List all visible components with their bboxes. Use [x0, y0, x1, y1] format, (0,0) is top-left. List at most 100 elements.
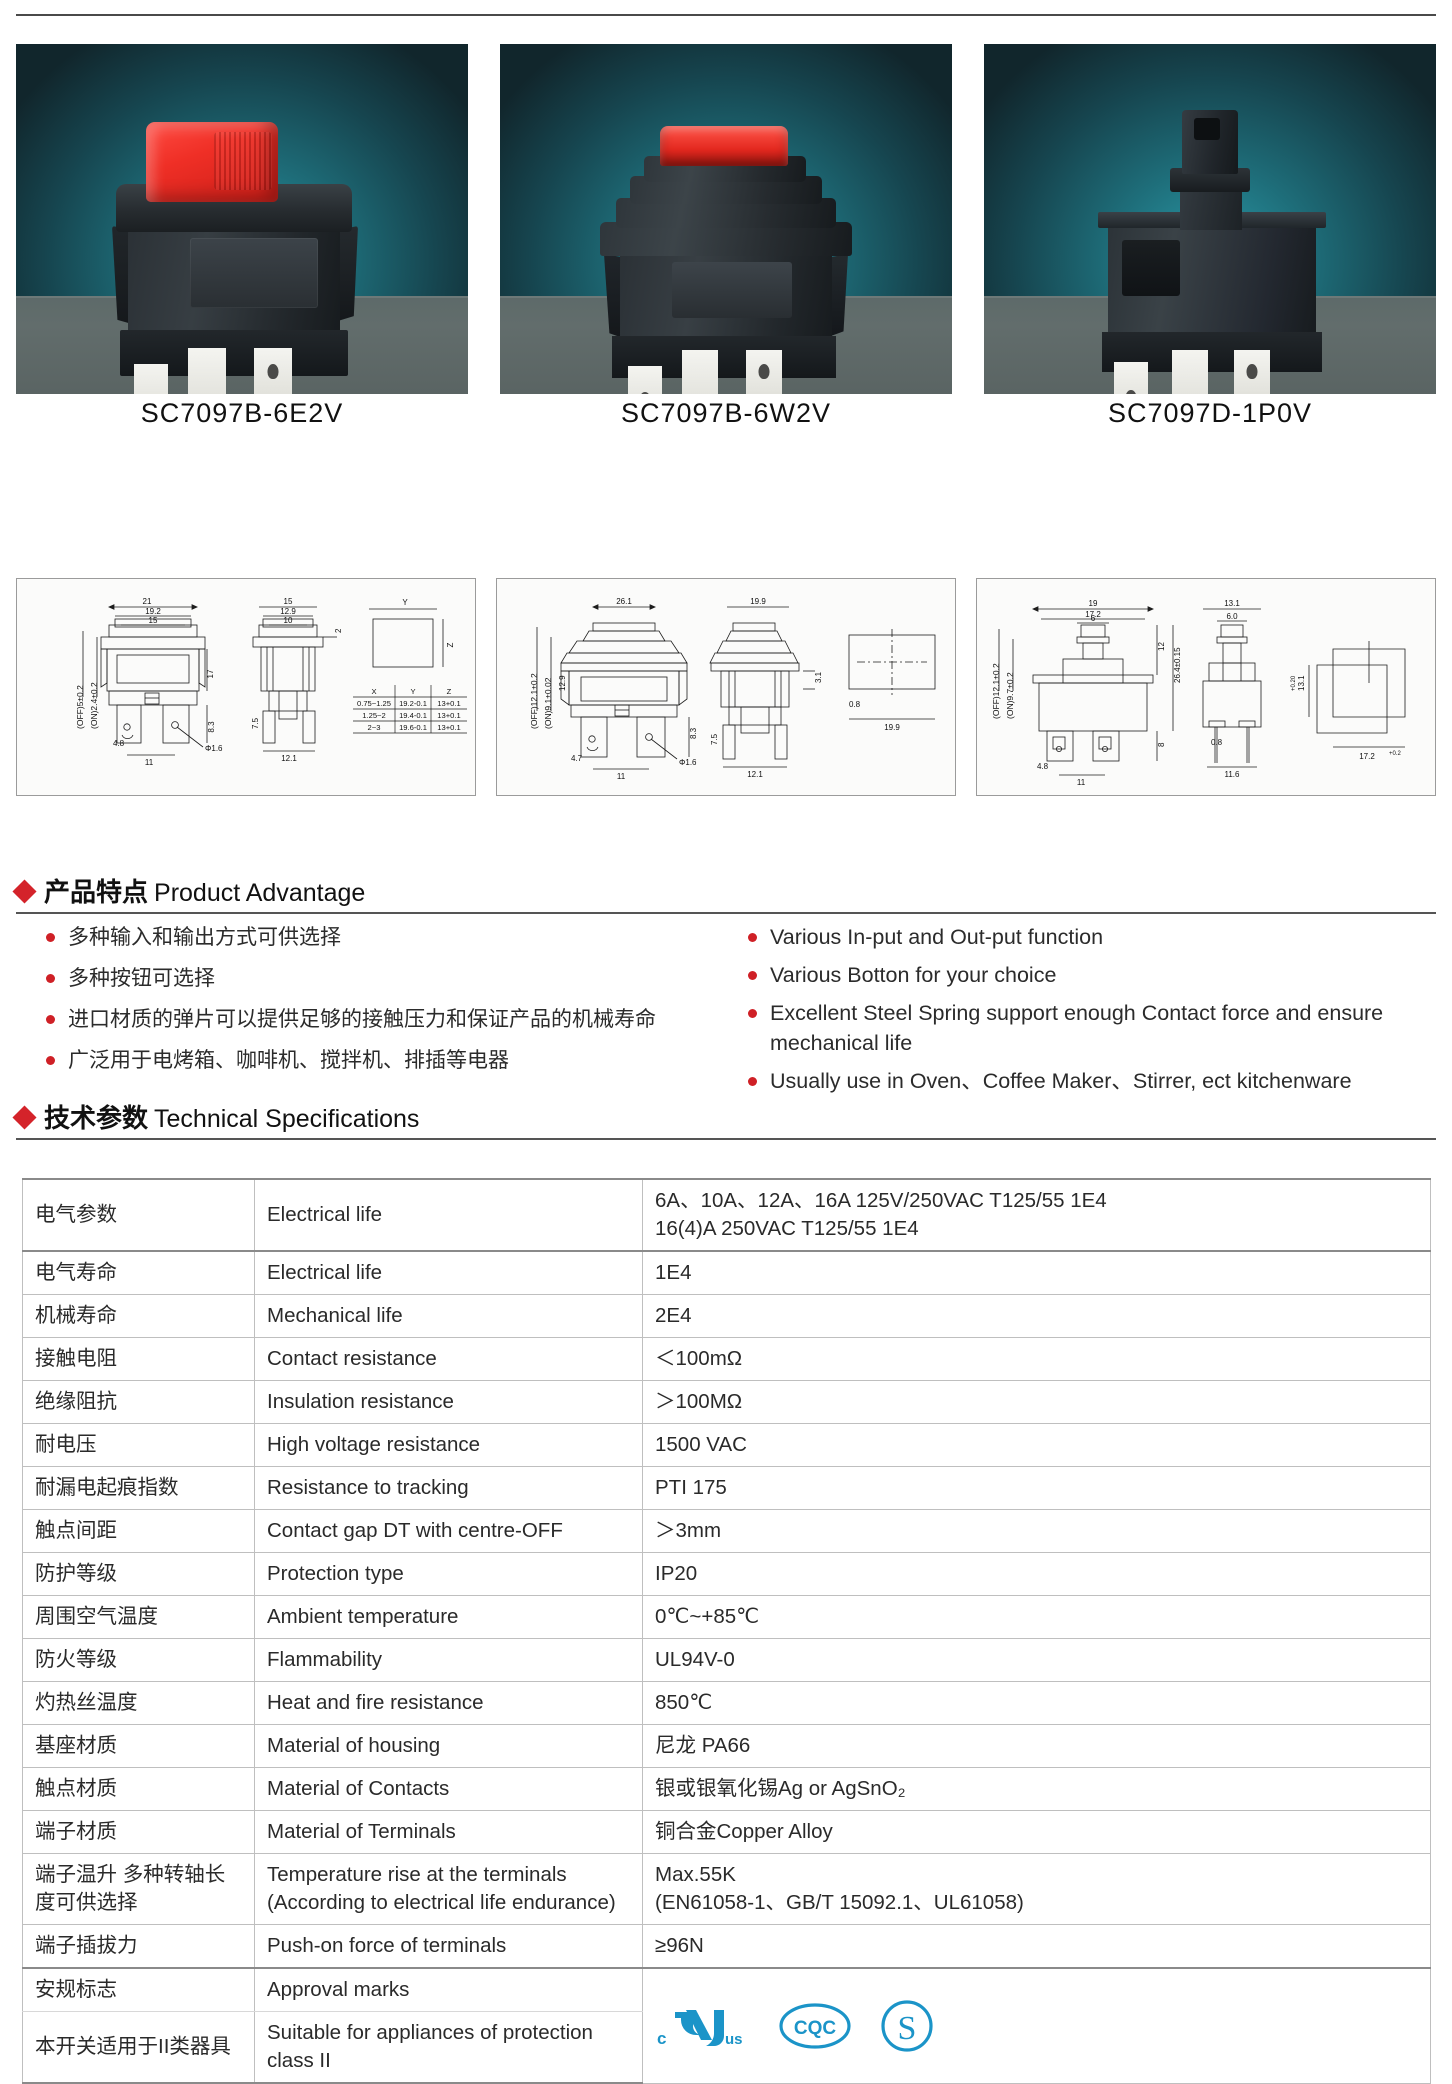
svg-text:19.9: 19.9	[750, 597, 766, 606]
svg-text:(ON)9.7±0.2: (ON)9.7±0.2	[1005, 672, 1015, 719]
table-row: 防火等级 Flammability UL94V-0	[22, 1638, 1431, 1682]
svg-text:12: 12	[1157, 642, 1166, 651]
spec-label-cn: 灼热丝温度	[22, 1681, 255, 1725]
spec-value-line1: Max.55K	[655, 1863, 736, 1886]
svg-text:11.6: 11.6	[1225, 770, 1241, 779]
table-row: 电气寿命 Electrical life 1E4	[22, 1250, 1431, 1295]
switch-plunger-cap	[1182, 110, 1238, 174]
spec-label-cn-line2: 多种转轴长度可供选择	[35, 1863, 226, 1914]
spec-label-en: Contact resistance	[254, 1337, 643, 1381]
svg-text:+0.20: +0.20	[1291, 675, 1297, 691]
spec-label-en-line1: Temperature rise at the terminals	[267, 1863, 567, 1886]
dimension-drawing-row: 21 19.2 15 17 8.3 (OFF)5±0.2 (ON)2.4±0.2…	[16, 578, 1436, 796]
svg-text:11: 11	[1077, 778, 1086, 787]
svg-text:19.9: 19.9	[884, 723, 900, 732]
svg-text:11: 11	[145, 758, 154, 767]
advantage-text: Excellent Steel Spring support enough Co…	[770, 1001, 1384, 1055]
class-label-en: Suitable for appliances of protection cl…	[254, 2011, 643, 2084]
spec-label-en: Electrical life	[254, 1250, 643, 1295]
svg-text:15: 15	[284, 597, 293, 606]
svg-text:17.2: 17.2	[1359, 752, 1375, 761]
advantage-text: 进口材质的弹片可以提供足够的接触压力和保证产品的机械寿命	[68, 1008, 656, 1031]
svg-text:(OFF)12.1±0.2: (OFF)12.1±0.2	[991, 663, 1001, 719]
svg-text:19.2-0.1: 19.2-0.1	[399, 699, 427, 708]
svg-text:13+0.1: 13+0.1	[437, 699, 460, 708]
switch-terminal	[682, 350, 718, 394]
table-row: 周围空气温度 Ambient temperature 0℃~+85℃	[22, 1595, 1431, 1639]
spec-value: 铜合金Copper Alloy	[642, 1810, 1431, 1854]
specs-title-en: Technical Specifications	[154, 1105, 420, 1133]
approval-label-cn: 安规标志	[22, 1967, 255, 2012]
spec-value: 银或银氧化锡Ag or AgSnO₂	[642, 1767, 1431, 1811]
drawing-sc7097b-6e2v: 21 19.2 15 17 8.3 (OFF)5±0.2 (ON)2.4±0.2…	[16, 578, 476, 796]
model-name-3: SC7097D-1P0V	[1107, 398, 1313, 428]
certification-logos: c us CQC	[642, 1967, 1431, 2084]
table-row: 端子温升 多种转轴长度可供选择 Temperature rise at the …	[22, 1853, 1431, 1925]
spec-value: Max.55K (EN61058-1、GB/T 15092.1、UL61058)	[642, 1853, 1431, 1925]
advantage-text: 广泛用于电烤箱、咖啡机、搅拌机、排插等电器	[68, 1049, 509, 1072]
svg-text:Z: Z	[446, 642, 455, 647]
svg-text:(OFF)12.1±0.2: (OFF)12.1±0.2	[529, 673, 539, 729]
diamond-bullet-icon	[12, 879, 37, 904]
svg-text:Z: Z	[447, 687, 452, 696]
spec-label-en: Material of housing	[254, 1724, 643, 1768]
bullet-dot-icon	[748, 1009, 757, 1018]
bullet-dot-icon	[46, 1056, 55, 1065]
svg-text:10: 10	[284, 616, 293, 625]
datasheet-page: SC7097B-6E2V SC7097B-6W2V SC7097D-1P0V	[0, 0, 1452, 1995]
svg-text:8.3: 8.3	[207, 721, 216, 733]
svg-text:0.75~1.25: 0.75~1.25	[357, 699, 391, 708]
spec-value: 0℃~+85℃	[642, 1595, 1431, 1639]
spec-value: 尼龙 PA66	[642, 1724, 1431, 1768]
svg-text:12.1: 12.1	[281, 754, 297, 763]
svg-text:12.9: 12.9	[558, 675, 567, 691]
advantage-item-cn-4: 广泛用于电烤箱、咖啡机、搅拌机、排插等电器	[44, 1045, 726, 1077]
specs-divider	[16, 1138, 1436, 1140]
table-row: 灼热丝温度 Heat and fire resistance 850℃	[22, 1681, 1431, 1725]
svg-text:17: 17	[206, 669, 215, 678]
advantage-text: 多种按钮可选择	[68, 967, 215, 990]
table-row: 触点材质 Material of Contacts 银或银氧化锡Ag or Ag…	[22, 1767, 1431, 1811]
table-row: 耐电压 High voltage resistance 1500 VAC	[22, 1423, 1431, 1467]
svg-text:12.9: 12.9	[280, 607, 296, 616]
advantage-item-en-4: Usually use in Oven、Coffee Maker、Stirrer…	[746, 1066, 1436, 1096]
svg-text:6.0: 6.0	[1226, 612, 1238, 621]
svg-text:19.6-0.1: 19.6-0.1	[399, 723, 427, 732]
svg-text:3.1: 3.1	[814, 671, 823, 683]
advantage-text: 多种输入和输出方式可供选择	[68, 926, 341, 949]
drawing-svg-3: 19 17.2 6 12 26.4±0.15 8 (OFF)12.1±0.2 (…	[991, 599, 1406, 787]
advantage-item-cn-3: 进口材质的弹片可以提供足够的接触压力和保证产品的机械寿命	[44, 1004, 726, 1036]
diamond-bullet-icon	[12, 1105, 37, 1130]
spec-label-cn: 绝缘阻抗	[22, 1380, 255, 1424]
table-row: 触点间距 Contact gap DT with centre-OFF ＞3mm	[22, 1509, 1431, 1553]
spec-value-line2: 16(4)A 250VAC T125/55 1E4	[655, 1217, 919, 1240]
spec-value: 6A、10A、12A、16A 125V/250VAC T125/55 1E4 1…	[642, 1178, 1431, 1252]
spec-label-en: Temperature rise at the terminals (Accor…	[254, 1853, 643, 1925]
svg-text:(OFF)5±0.2: (OFF)5±0.2	[75, 685, 85, 729]
spec-value: 1E4	[642, 1250, 1431, 1295]
spec-label-en: Contact gap DT with centre-OFF	[254, 1509, 643, 1553]
svg-text:1.25~2: 1.25~2	[362, 711, 385, 720]
switch-red-button-cap	[660, 126, 788, 166]
svg-text:4.8: 4.8	[1037, 762, 1049, 771]
spec-value-line2: (EN61058-1、GB/T 15092.1、UL61058)	[655, 1891, 1024, 1914]
svg-text:13.1: 13.1	[1224, 599, 1240, 608]
advantage-item-en-1: Various In-put and Out-put function	[746, 922, 1436, 952]
svg-text:4.7: 4.7	[571, 754, 583, 763]
switch-red-button-cap	[146, 122, 278, 202]
advantage-title-en: Product Advantage	[154, 879, 366, 907]
bullet-dot-icon	[46, 1015, 55, 1024]
svg-text:7.5: 7.5	[710, 733, 719, 745]
advantage-column-en: Various In-put and Out-put function Vari…	[726, 922, 1436, 1104]
spec-label-en: Resistance to tracking	[254, 1466, 643, 1510]
s-mark-icon: S	[881, 2000, 933, 2052]
svg-text:0.8: 0.8	[849, 700, 861, 709]
table-row: 端子材质 Material of Terminals 铜合金Copper All…	[22, 1810, 1431, 1854]
spec-label-cn: 端子材质	[22, 1810, 255, 1854]
svg-text:19.4-0.1: 19.4-0.1	[399, 711, 427, 720]
spec-label-cn: 耐漏电起痕指数	[22, 1466, 255, 1510]
advantage-text: Various Botton for your choice	[770, 963, 1057, 987]
drawing-sc7097b-6w2v: 26.1 (OFF)12.1±0.2 (ON)9.1±0.02 12.9 8.3…	[496, 578, 956, 796]
switch-terminal	[254, 348, 292, 394]
